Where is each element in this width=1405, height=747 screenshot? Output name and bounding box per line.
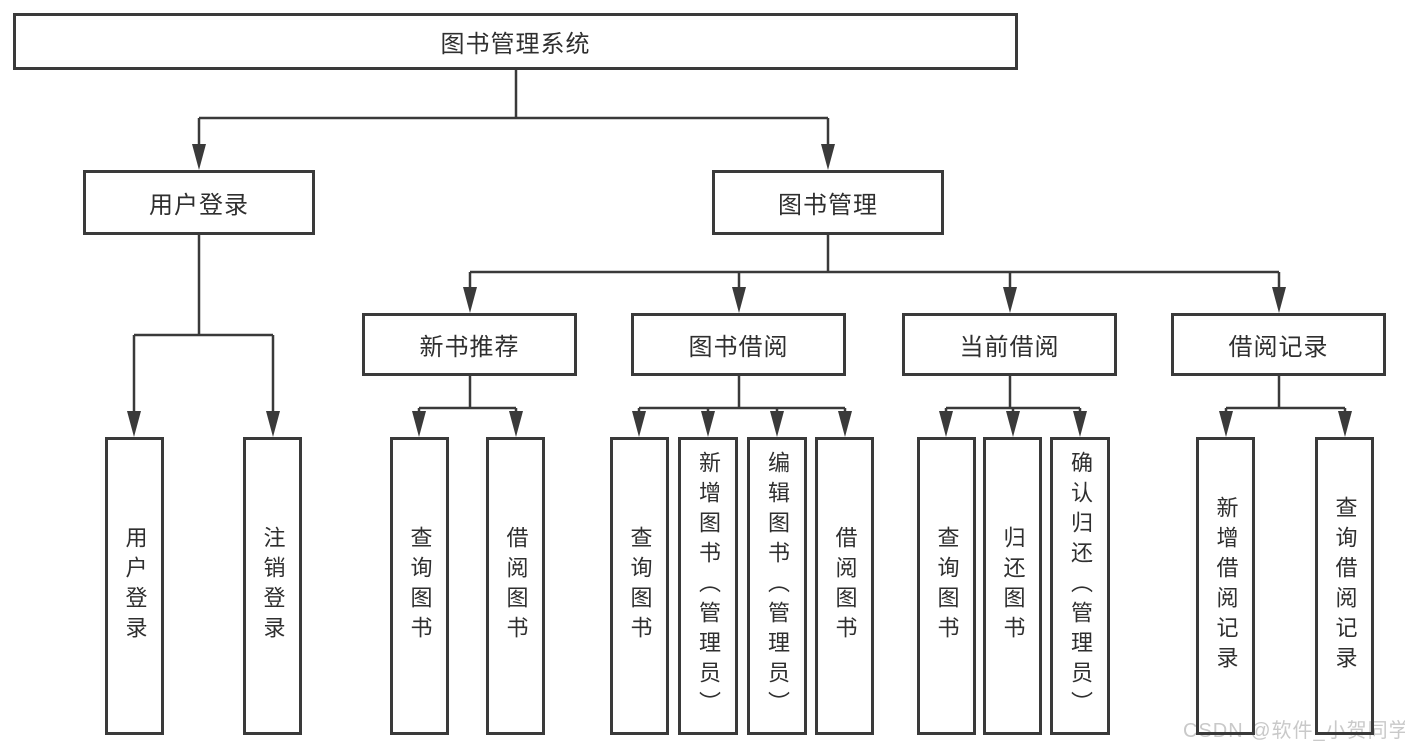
leaf-borrow-books-1: 借阅图书 xyxy=(486,437,545,735)
node-current-borrowing: 当前借阅 xyxy=(902,313,1117,376)
leaf-query-books-1: 查询图书 xyxy=(390,437,449,735)
node-user-login: 用户登录 xyxy=(83,170,315,235)
leaf-confirm-return-admin: 确认归还（管理员） xyxy=(1050,437,1110,735)
leaf-query-books-2: 查询图书 xyxy=(610,437,669,735)
node-borrowing-records: 借阅记录 xyxy=(1171,313,1386,376)
leaf-return-books: 归还图书 xyxy=(983,437,1042,735)
leaf-query-borrow-record: 查询借阅记录 xyxy=(1315,437,1374,735)
node-library-management-system: 图书管理系统 xyxy=(13,13,1018,70)
csdn-watermark: CSDN @软件_小贺同学 xyxy=(1183,720,1405,742)
leaf-user-login: 用户登录 xyxy=(105,437,164,735)
leaf-logout: 注销登录 xyxy=(243,437,302,735)
node-new-book-recommendation: 新书推荐 xyxy=(362,313,577,376)
node-book-management: 图书管理 xyxy=(712,170,944,235)
leaf-query-books-3: 查询图书 xyxy=(917,437,976,735)
leaf-borrow-books-2: 借阅图书 xyxy=(815,437,874,735)
leaf-add-books-admin: 新增图书（管理员） xyxy=(678,437,738,735)
node-book-borrowing: 图书借阅 xyxy=(631,313,846,376)
arrowheads xyxy=(127,144,1352,437)
leaf-add-borrow-record: 新增借阅记录 xyxy=(1196,437,1255,735)
leaf-edit-books-admin: 编辑图书（管理员） xyxy=(747,437,807,735)
